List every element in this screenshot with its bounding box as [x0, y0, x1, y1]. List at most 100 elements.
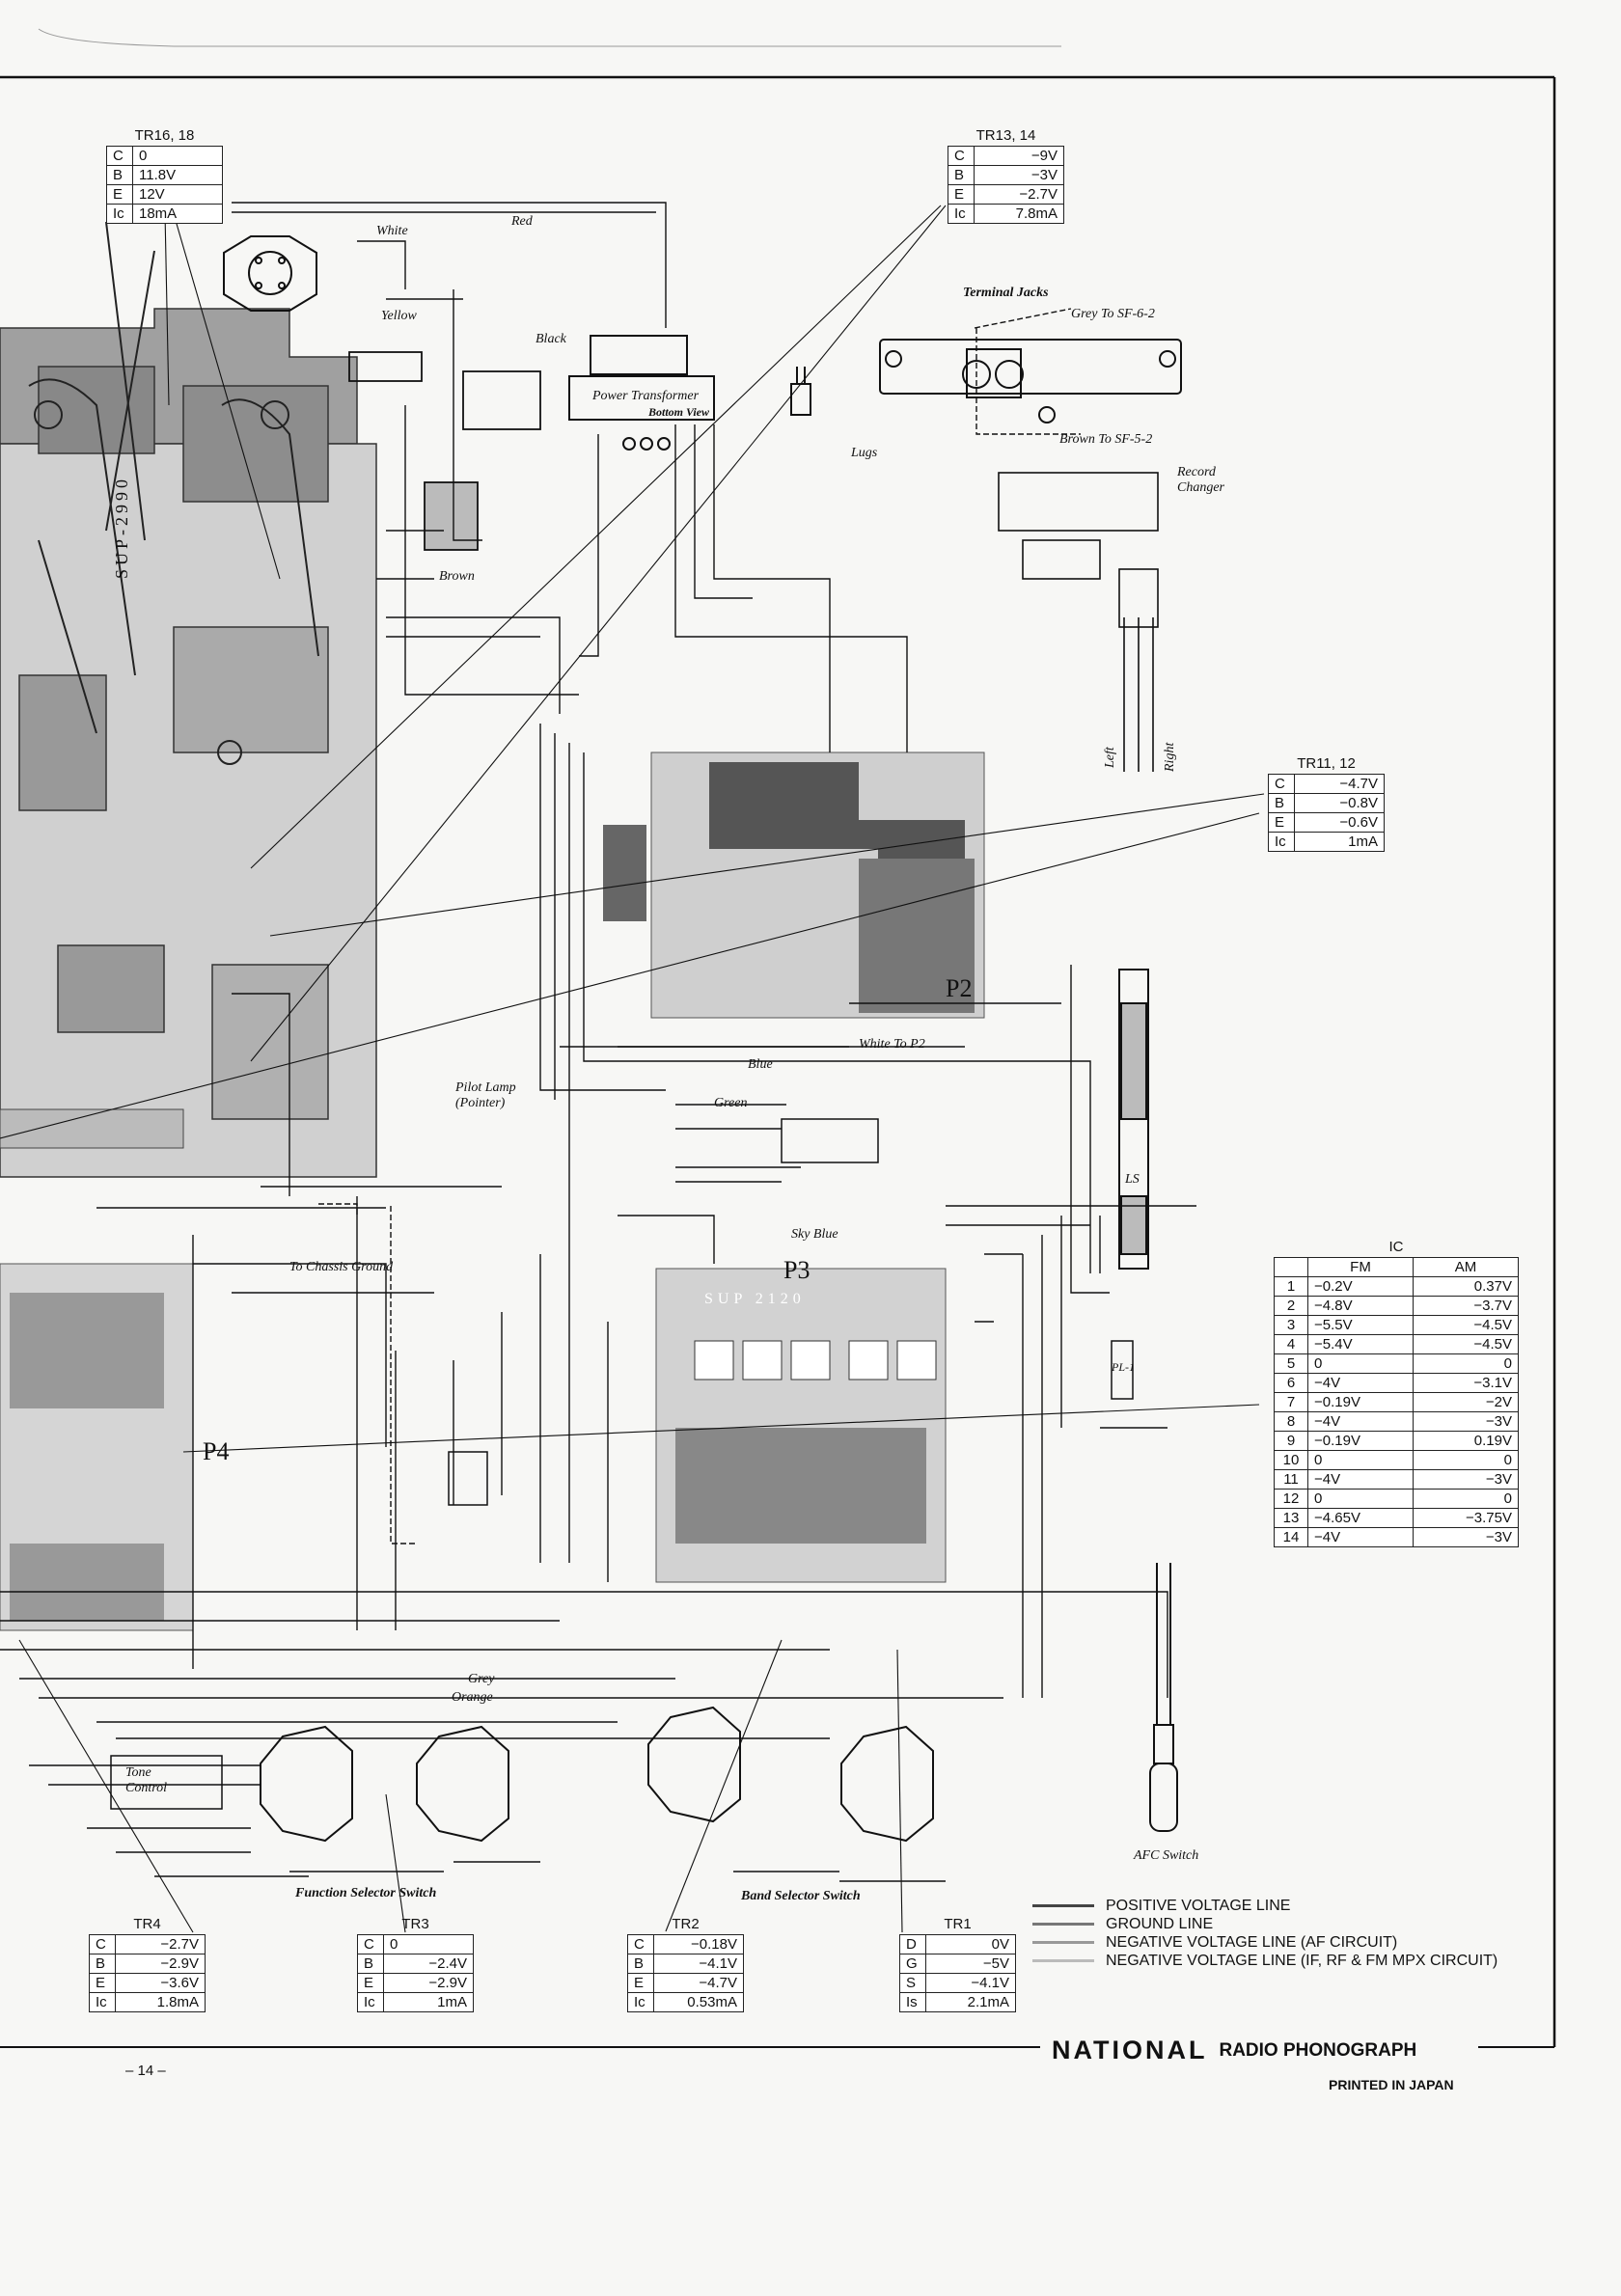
white-p2-label: White To P2: [859, 1037, 925, 1052]
brand-product: RADIO PHONOGRAPH: [1219, 2039, 1417, 2061]
legend-swatch-positive: [1032, 1904, 1094, 1907]
table-row: B−4.1V: [627, 1954, 744, 1974]
legend-swatch-negative-af: [1032, 1941, 1094, 1944]
table-row: E−0.6V: [1268, 812, 1385, 833]
grey-wire-label-bottom: Grey: [468, 1672, 495, 1686]
power-transformer: [568, 335, 715, 451]
table-row: E−4.7V: [627, 1973, 744, 1993]
green-wire-label: Green: [714, 1096, 748, 1110]
legend-label: GROUND LINE: [1106, 1916, 1214, 1932]
brand-logo: NATIONAL: [1052, 2036, 1208, 2064]
brown-wire-label: Brown To SF-5-2: [1059, 432, 1153, 447]
table-row: C−9V: [948, 146, 1064, 166]
table-title: TR2: [672, 1916, 700, 1932]
table-row: 6−4V−3.1V: [1274, 1373, 1519, 1393]
legend-swatch-negative-if: [1032, 1959, 1094, 1962]
band-selector-label: Band Selector Switch: [741, 1889, 861, 1903]
left-channel-label: Left: [1103, 747, 1117, 768]
table-title: TR11, 12: [1297, 755, 1356, 772]
table-row: 14−4V−3V: [1274, 1527, 1519, 1547]
red-wire-label: Red: [511, 214, 533, 229]
printed-in-label: PRINTED IN JAPAN: [1329, 2077, 1454, 2092]
legend-label: NEGATIVE VOLTAGE LINE (AF CIRCUIT): [1106, 1934, 1398, 1951]
amp-pcb: [0, 308, 377, 1178]
table-title: TR4: [133, 1916, 161, 1932]
table-row: 2−4.8V−3.7V: [1274, 1296, 1519, 1316]
pl1-label: PL-1: [1112, 1360, 1135, 1374]
table-row: B−0.8V: [1268, 793, 1385, 813]
page-number: – 14 –: [125, 2063, 166, 2079]
afc-switch-label: AFC Switch: [1134, 1848, 1199, 1863]
terminal-jacks-label: Terminal Jacks: [963, 286, 1049, 300]
table-row: E−2.7V: [948, 184, 1064, 205]
right-channel-label: Right: [1163, 742, 1177, 772]
p2-label: P2: [946, 974, 973, 1002]
table-title: TR3: [401, 1916, 429, 1932]
table-row: 7−0.19V−2V: [1274, 1392, 1519, 1412]
table-row: S−4.1V: [899, 1973, 1016, 1993]
blue-wire-label: Blue: [748, 1057, 773, 1072]
p4-label: P4: [203, 1437, 230, 1465]
table-header-row: FM AM: [1274, 1257, 1519, 1277]
chassis-ground-label: To Chassis Ground: [289, 1260, 394, 1274]
yellow-wire-label: Yellow: [381, 309, 417, 323]
tone-control-label: Tone Control: [125, 1765, 168, 1795]
table-title: IC: [1388, 1239, 1404, 1255]
terminal-jacks-panel: [879, 339, 1182, 424]
table-row: C−0.18V: [627, 1934, 744, 1954]
lugs-label: Lugs: [851, 446, 878, 460]
white-wire-label: White: [376, 224, 408, 238]
rotary-switches: [260, 1706, 934, 1843]
legend-item: GROUND LINE: [1032, 1915, 1497, 1933]
sky-blue-wire-label: Sky Blue: [791, 1227, 838, 1242]
sup2120-label: SUP 2120: [704, 1291, 806, 1307]
table-row: E−3.6V: [89, 1973, 206, 1993]
p4-board: [0, 1263, 194, 1631]
power-transistor-socket: [223, 235, 317, 312]
table-row: C−2.7V: [89, 1934, 206, 1954]
table-row: B−3V: [948, 165, 1064, 185]
table-row: 3−5.5V−4.5V: [1274, 1315, 1519, 1335]
table-row: E−2.9V: [357, 1973, 474, 1993]
legend-item: NEGATIVE VOLTAGE LINE (IF, RF & FM MPX C…: [1032, 1952, 1497, 1970]
table-row: 11−4V−3V: [1274, 1469, 1519, 1490]
table-row: B−2.4V: [357, 1954, 474, 1974]
table-title: TR1: [944, 1916, 972, 1932]
table-row: B−2.9V: [89, 1954, 206, 1974]
p3-label: P3: [783, 1256, 810, 1284]
table-title: TR13, 14: [975, 127, 1036, 144]
table-row: 4−5.4V−4.5V: [1274, 1334, 1519, 1354]
grey-wire-label: Grey To SF-6-2: [1071, 307, 1155, 321]
line-legend: POSITIVE VOLTAGE LINE GROUND LINE NEGATI…: [1032, 1897, 1497, 1970]
p2-board: [603, 752, 985, 1019]
footer-brand: NATIONAL RADIO PHONOGRAPH: [1052, 2036, 1416, 2065]
legend-item: POSITIVE VOLTAGE LINE: [1032, 1897, 1497, 1915]
table-title: TR16, 18: [134, 127, 195, 144]
orange-wire-label: Orange: [452, 1690, 493, 1705]
brown-wire-label-top: Brown: [439, 569, 475, 584]
pilot-lamp-label: Pilot Lamp (Pointer): [455, 1080, 516, 1110]
legend-item: NEGATIVE VOLTAGE LINE (AF CIRCUIT): [1032, 1933, 1497, 1952]
black-wire-label: Black: [536, 332, 566, 346]
legend-swatch-ground: [1032, 1923, 1094, 1926]
record-changer: [998, 472, 1159, 772]
